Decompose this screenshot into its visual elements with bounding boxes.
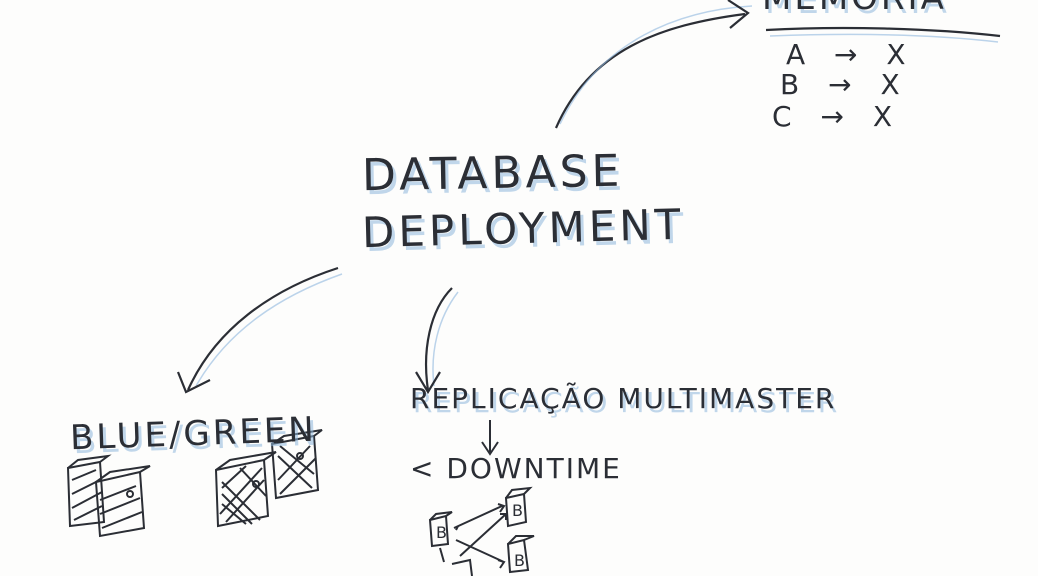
replication-label-text: REPLICAÇÃO MULTIMASTER: [410, 382, 837, 415]
node-label-3: B: [514, 551, 525, 570]
node-label-1: B: [436, 523, 447, 542]
node-label-2: B: [512, 501, 523, 520]
arrow-to-bluegreen: [186, 266, 339, 391]
memory-title-text: MEMÓRIA: [762, 0, 947, 18]
downtime-label-text: < DOWNTIME: [410, 452, 622, 485]
arrowhead-bluegreen: [176, 371, 211, 394]
mapping-from: A: [786, 38, 816, 71]
memory-title: MEMÓRIA MEMÓRIA: [762, 0, 947, 22]
mapping-to: X: [880, 68, 910, 101]
arrow-to-replication: [425, 287, 453, 391]
replication-label: REPLICAÇÃO MULTIMASTER REPLICAÇÃO MULTIM…: [410, 382, 840, 419]
mapping-row-c: C → X: [772, 100, 902, 133]
replication-nodes: [428, 486, 535, 576]
mapping-arrow-icon: →: [809, 68, 881, 101]
mapping-row-a: A → X: [786, 38, 916, 71]
mapping-arrow-icon: →: [801, 100, 873, 133]
downtime-label: < DOWNTIME: [410, 452, 622, 485]
server-pair-green: [214, 429, 323, 528]
server-pair-blue: [66, 454, 151, 538]
mapping-to: X: [886, 38, 916, 71]
mapping-row-b: B → X: [780, 68, 910, 101]
mapping-from: C: [772, 100, 802, 133]
memory-underline: [765, 26, 1001, 38]
arrow-to-memory-ghost: [559, 5, 753, 125]
arrowhead-memory: [727, 0, 750, 29]
arrowhead-replication: [415, 371, 441, 395]
arrow-to-memory: [554, 12, 746, 129]
mapping-from: B: [780, 68, 810, 101]
mapping-to: X: [872, 100, 903, 133]
mapping-arrow-icon: →: [815, 38, 887, 71]
